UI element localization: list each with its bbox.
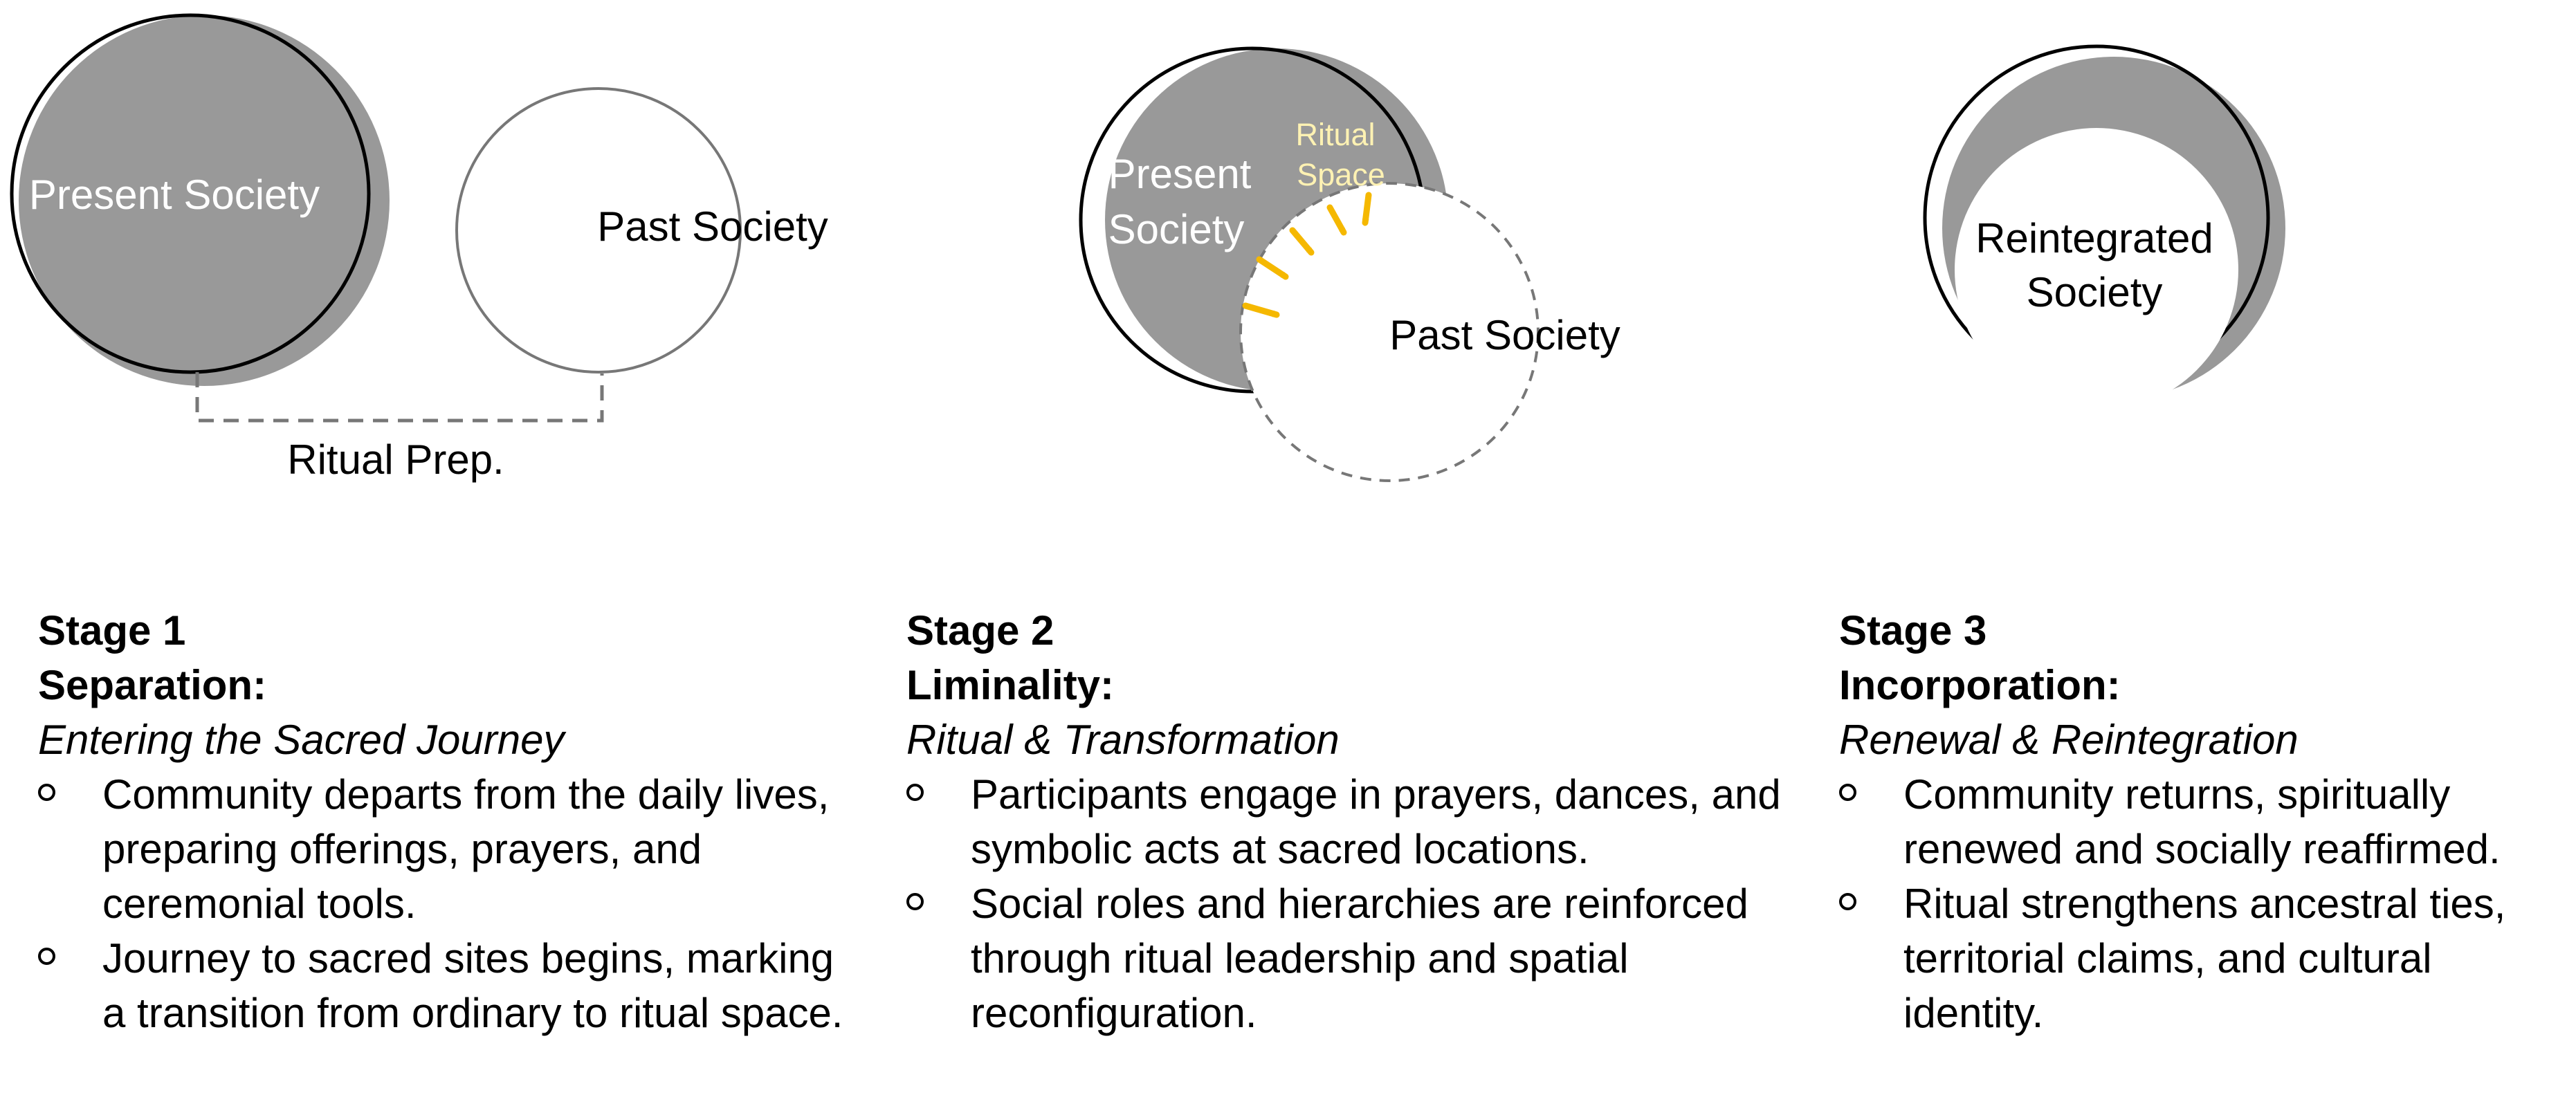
stage3-description: Stage 3 Incorporation: Renewal & Reinteg… bbox=[1839, 603, 2573, 1040]
hollow-bullet-icon bbox=[906, 784, 924, 801]
ritual-arrow bbox=[1242, 302, 1280, 318]
stage-subtitle: Entering the Sacred Journey bbox=[38, 717, 565, 763]
present-society-outline bbox=[10, 13, 371, 374]
past-society-label: Past Society bbox=[1389, 312, 1620, 358]
stage3-diagram: Reintegrated Society bbox=[1923, 44, 2285, 412]
list-item: Participants engage in prayers, dances, … bbox=[906, 767, 1806, 876]
list-item-text: Community returns, spiritually renewed a… bbox=[1903, 771, 2501, 872]
stage-name: Liminality: bbox=[906, 662, 1115, 708]
stage-bullet-list: Community departs from the daily lives, … bbox=[38, 767, 861, 1040]
list-item-text: Journey to sacred sites begins, marking … bbox=[102, 935, 843, 1036]
stage-number: Stage 1 bbox=[38, 607, 186, 654]
reintegrated-label-line2: Society bbox=[2027, 269, 2163, 315]
present-society-label: Present Society bbox=[29, 172, 320, 218]
stage-number: Stage 2 bbox=[906, 607, 1054, 654]
stage-subtitle: Ritual & Transformation bbox=[906, 717, 1340, 763]
past-society-circle bbox=[455, 87, 742, 374]
ritual-space-label-line2: Space bbox=[1297, 157, 1385, 192]
ritual-arrow bbox=[1289, 227, 1315, 256]
stage2-description: Stage 2 Liminality: Ritual & Transformat… bbox=[906, 603, 1806, 1040]
present-society-label-line2: Society bbox=[1108, 206, 1245, 252]
list-item: Community departs from the daily lives, … bbox=[38, 767, 861, 931]
list-item-text: Community departs from the daily lives, … bbox=[102, 771, 830, 927]
hollow-bullet-icon bbox=[1839, 784, 1856, 801]
list-item-text: Ritual strengthens ancestral ties, terri… bbox=[1903, 881, 2506, 1036]
past-society-outline bbox=[1239, 182, 1540, 482]
stage2-diagram: Present Society Ritual Space Past Societ… bbox=[1079, 46, 1620, 482]
list-item: Journey to sacred sites begins, marking … bbox=[38, 931, 861, 1040]
hollow-bullet-icon bbox=[906, 893, 924, 910]
hollow-bullet-icon bbox=[38, 948, 55, 965]
stage-subtitle: Renewal & Reintegration bbox=[1839, 717, 2299, 763]
list-item-text: Participants engage in prayers, dances, … bbox=[971, 771, 1781, 872]
present-society-label-line1: Present bbox=[1108, 151, 1252, 197]
ritual-arrows bbox=[1242, 192, 1372, 318]
past-society-label: Past Society bbox=[597, 203, 828, 250]
list-item: Community returns, spiritually renewed a… bbox=[1839, 767, 2573, 876]
ritual-arrow bbox=[1256, 256, 1289, 280]
present-society-circle bbox=[19, 15, 390, 386]
stage1-description: Stage 1 Separation: Entering the Sacred … bbox=[38, 603, 861, 1040]
ritual-space-label-line1: Ritual bbox=[1295, 117, 1375, 152]
past-society-circle bbox=[1241, 183, 1538, 481]
stage-name: Incorporation: bbox=[1839, 662, 2121, 708]
list-item: Social roles and hierarchies are reinfor… bbox=[906, 876, 1806, 1040]
hollow-bullet-icon bbox=[1839, 893, 1856, 910]
stage1-diagram: Present Society Past Society Ritual Prep… bbox=[10, 13, 828, 483]
stage-bullet-list: Community returns, spiritually renewed a… bbox=[1839, 767, 2573, 1040]
ritual-prep-connector bbox=[195, 372, 604, 423]
list-item: Ritual strengthens ancestral ties, terri… bbox=[1839, 876, 2573, 1040]
hollow-bullet-icon bbox=[38, 784, 55, 801]
list-item-text: Social roles and hierarchies are reinfor… bbox=[971, 881, 1748, 1036]
ritual-prep-label: Ritual Prep. bbox=[287, 436, 504, 483]
reintegrated-inner-circle bbox=[1955, 128, 2238, 412]
stage-number: Stage 3 bbox=[1839, 607, 1987, 654]
stage-name: Separation: bbox=[38, 662, 267, 708]
ritual-arrow bbox=[1326, 204, 1347, 236]
ritual-arrow bbox=[1362, 192, 1372, 226]
stage-bullet-list: Participants engage in prayers, dances, … bbox=[906, 767, 1806, 1040]
reintegrated-label-line1: Reintegrated bbox=[1975, 215, 2213, 261]
